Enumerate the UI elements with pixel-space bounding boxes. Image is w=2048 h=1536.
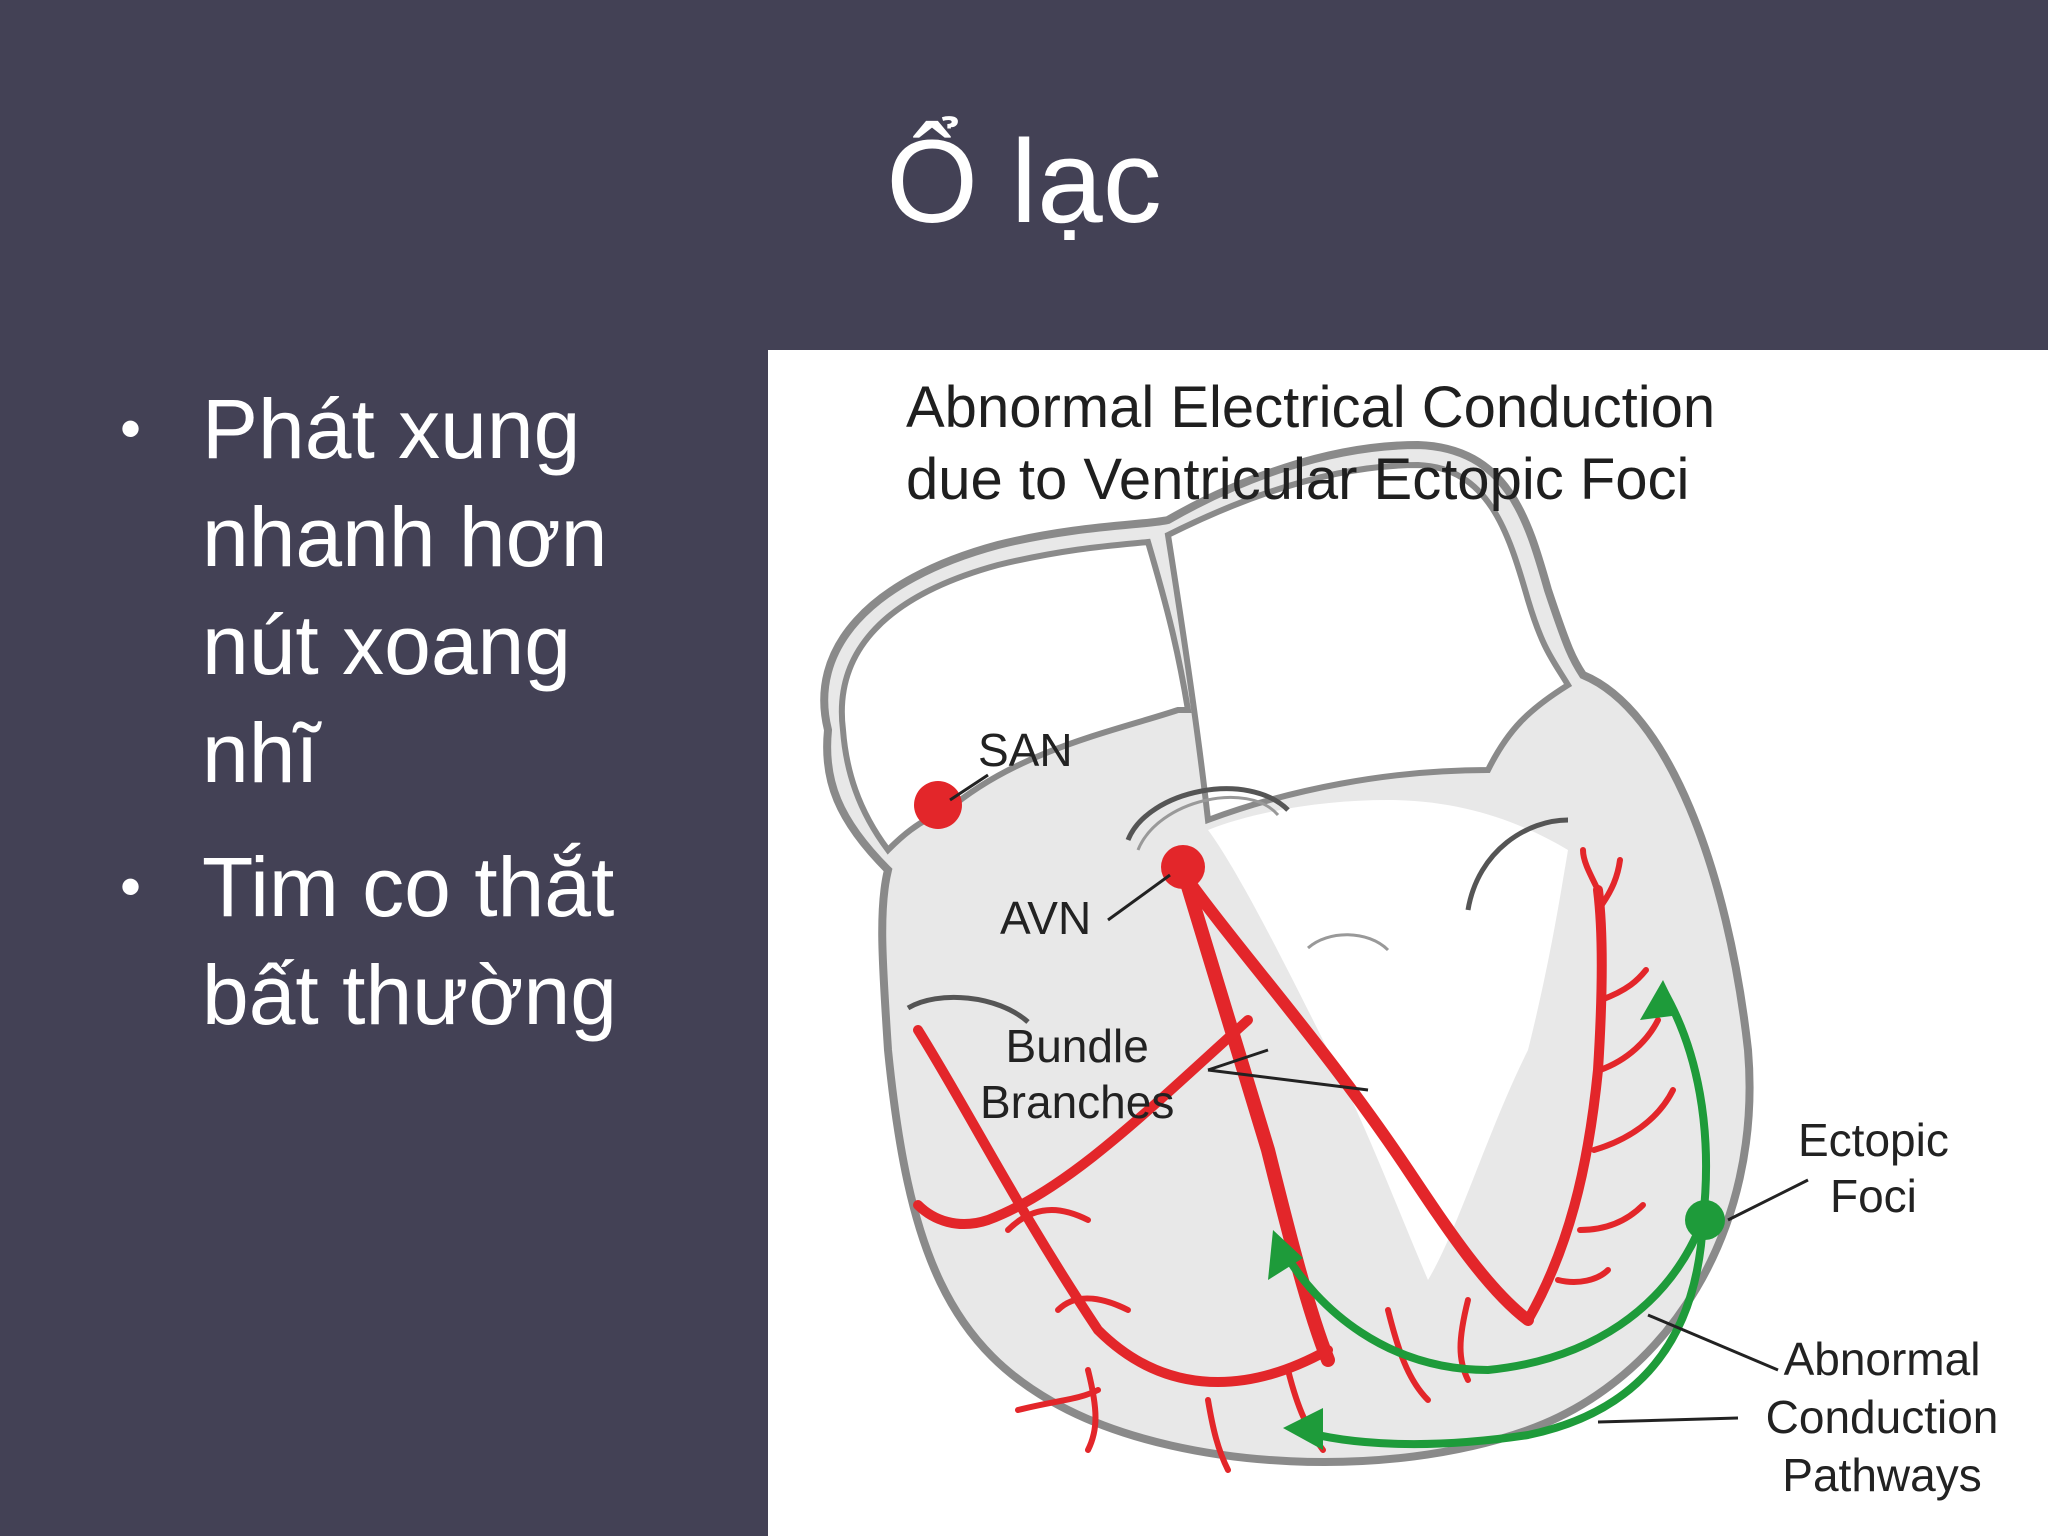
avn-label: AVN [1000,892,1092,944]
leader-line [1107,873,1171,922]
leader-line [1597,1416,1739,1424]
arrowhead-left-icon [1283,1408,1323,1450]
bundle-branches-line: Bundle [1005,1020,1149,1072]
purkinje-fiber [1595,857,1623,913]
ectopic-pathway-bottom [1294,1216,1707,1449]
bullet-line: nút xoang [202,598,571,692]
purkinje-fiber [1555,1267,1611,1285]
his-bundle [1176,863,1335,1367]
bullet-line: nhanh hơn [202,490,608,584]
right-bundle-branch [913,1015,1253,1229]
leader-line [1647,1313,1779,1372]
purkinje-fiber [1385,1307,1431,1403]
leader-lines [949,773,1809,1424]
bullet-list: • Phát xung nhanh hơn nút xoang nhĩ • Ti… [120,375,760,1075]
bullet-item: • Phát xung nhanh hơn nút xoang nhĩ [120,375,760,807]
purkinje-fiber [1591,1087,1676,1153]
leader-line [1207,1068,1369,1092]
purkinje-fiber [1580,847,1601,893]
purkinje-fiber [1005,1207,1091,1233]
bundle-branches-line: Branches [980,1076,1175,1128]
right-atrium [1164,461,1573,825]
leader-line [1207,1048,1269,1072]
slide-title: Ổ lạc [886,116,1162,248]
abnormal-pathways-line: Abnormal [1783,1333,1981,1385]
abnormal-pathways-line: Pathways [1782,1449,1982,1501]
ventricle-cavity [1208,800,1568,1280]
valve-curve [1125,786,1290,842]
ectopic-foci-label: Ectopic Foci [1798,1112,1949,1224]
valve-curve [1465,817,1569,911]
leader-line [949,773,989,802]
arrowhead-up-icon [1640,980,1680,1020]
purkinje-fiber [1577,1202,1646,1233]
avn-node [1161,845,1205,889]
bullet-dot: • [120,395,142,462]
abnormal-pathways-line: Conduction [1765,1391,1999,1443]
abnormal-pathways-label: Abnormal Conduction Pathways [1732,1330,2032,1504]
figure-title-line: Abnormal Electrical Conduction [906,375,1716,440]
purkinje-fiber [1457,1297,1471,1383]
figure-title: Abnormal Electrical Conduction due to Ve… [906,372,2006,516]
bundle-branches-label: Bundle Branches [980,1018,1174,1130]
ectopic-pathway-left [1279,1216,1707,1375]
heart-conduction-figure: Abnormal Electrical Conduction due to Ve… [768,350,2048,1536]
bullet-line: Tim co thắt [202,840,615,934]
bullet-line: bất thường [202,948,617,1042]
heart-diagram [820,440,1809,1473]
bullet-item: • Tim co thắt bất thường [120,833,760,1049]
purkinje-fiber [1523,885,1607,1325]
purkinje-fiber [1055,1295,1131,1313]
san-node [914,781,962,829]
bullet-dot: • [120,853,142,920]
left-bundle-branch [1182,874,1534,1326]
valve-curve [1306,933,1390,952]
left-atrium [838,538,1192,855]
ectopic-foci-line: Ectopic [1798,1114,1949,1166]
san-label: SAN [978,724,1073,776]
purkinje-fiber [1205,1397,1231,1473]
purkinje-fiber [1598,967,1649,1003]
arrowhead-left-icon [1268,1230,1303,1280]
leader-line [1727,1178,1809,1222]
bullet-line: Phát xung [202,382,581,476]
valve-curve [906,994,1030,1024]
purkinje-fiber [1597,1017,1661,1073]
bullet-line: nhĩ [202,706,319,800]
valve-curve [1136,795,1280,851]
ectopic-focus [1685,1200,1725,1240]
purkinje-fiber [1085,1367,1099,1453]
purkinje-fiber [913,1025,1333,1387]
purkinje-fiber [1015,1387,1101,1413]
ectopic-foci-line: Foci [1829,1170,1917,1222]
figure-title-line: due to Ventricular Ectopic Foci [906,447,1690,512]
